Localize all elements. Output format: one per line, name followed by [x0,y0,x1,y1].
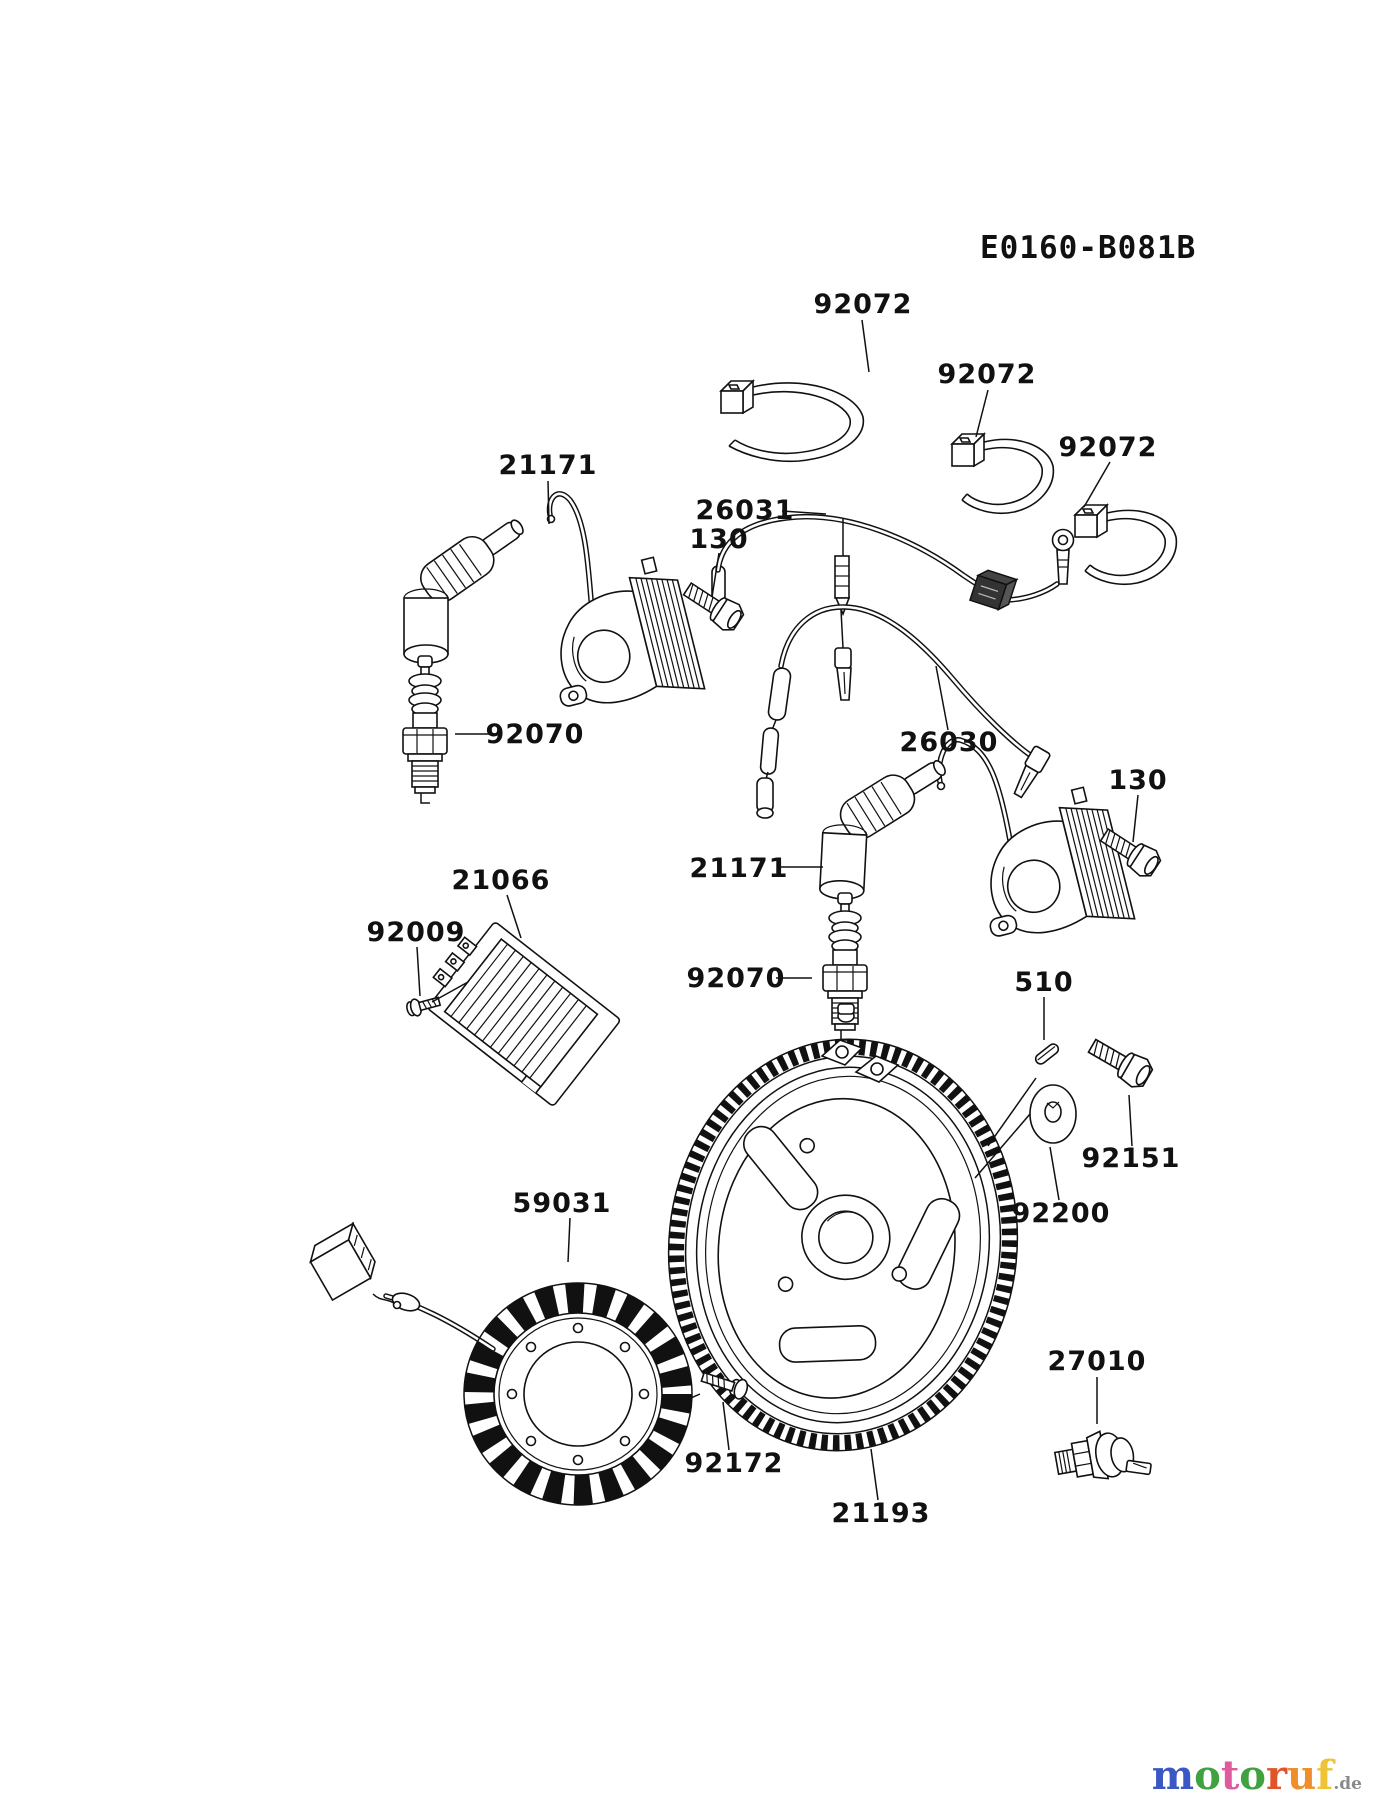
ignition-coil-right [962,782,1136,954]
woodruff-key-510 [1034,1043,1060,1065]
part-labels: 92072 92072 92072 21171 26031 130 92070 … [367,289,1181,1529]
flywheel-windows [742,1125,961,1363]
part-label-21171-left: 21171 [499,450,598,481]
part-label-92072-middle: 92072 [938,359,1037,390]
bolt-92151 [1083,1031,1157,1093]
part-label-510: 510 [1014,967,1073,998]
stator-holes [506,1322,650,1466]
part-label-27010: 27010 [1048,1346,1147,1377]
ignition-coil-left [532,552,706,724]
part-label-21193: 21193 [832,1498,931,1529]
flywheel-top-bosses [820,1003,900,1083]
wiring-harness-26031 [711,514,1075,617]
logo-letter: o [1194,1752,1221,1799]
logo-letter: o [1239,1752,1266,1799]
part-label-92151: 92151 [1082,1143,1181,1174]
part-label-92072-right: 92072 [1059,432,1158,463]
part-label-92070-left: 92070 [486,719,585,750]
part-label-92070-center: 92070 [687,963,786,994]
logo-letter: m [1151,1752,1195,1799]
pointer-lines-key-washer [974,1077,1037,1179]
logo-letter: u [1287,1752,1317,1799]
part-label-21171-center: 21171 [690,853,789,884]
leader-lines [416,319,1139,1501]
plug-cap-left [403,506,534,664]
part-label-92072-top: 92072 [814,289,913,320]
part-label-130-right: 130 [1108,765,1167,796]
ring-terminal [1051,528,1075,585]
oil-switch-27010 [1053,1430,1152,1480]
diagram-code: E0160-B081B [980,230,1196,266]
branch-left-bullet-lead [756,667,792,819]
flywheel-21193 [667,1038,1019,1452]
cable-tie-top [720,380,865,463]
end-spade-terminal [1013,745,1051,799]
part-label-21066: 21066 [452,865,551,896]
part-label-26030: 26030 [900,727,999,758]
cable-tie-right [1074,504,1178,586]
part-label-59031: 59031 [513,1188,612,1219]
part-label-26031: 26031 [696,495,795,526]
logo-letter: f [1316,1752,1334,1799]
part-label-92200: 92200 [1012,1198,1111,1229]
stator-59031 [309,1221,693,1506]
logo-letter: t [1220,1752,1240,1799]
washer-92200 [1029,1084,1077,1144]
part-label-130-left: 130 [689,524,748,555]
ignition-coil-left-wire [546,491,595,615]
spark-plug-left [402,655,448,804]
part-label-92172: 92172 [685,1448,784,1479]
harness-connector [969,569,1019,611]
regulator-terminals [432,936,478,988]
wiring-harness-26030 [756,604,1051,819]
motoruf-logo: motoruf.de [1152,1756,1362,1796]
logo-letter: r [1265,1752,1288,1799]
stator-connector [309,1221,376,1302]
regulator-21066 [427,922,621,1106]
plug-cap-center [818,741,957,906]
logo-suffix: .de [1333,1774,1362,1794]
part-label-92009: 92009 [367,917,466,948]
ignition-coil-right-wire [936,737,1015,855]
pointer-line-92172 [667,1393,701,1409]
cable-tie-middle [951,433,1055,515]
bolt-92172 [700,1371,749,1400]
branch-middle-spade [834,609,852,701]
